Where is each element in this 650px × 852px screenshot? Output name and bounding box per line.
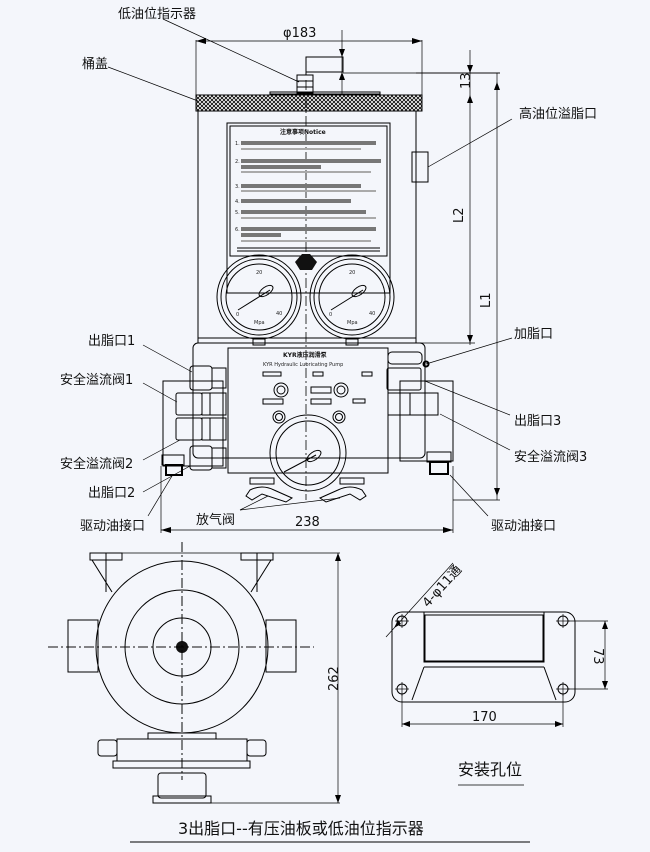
label-drive-oil-port-right: 驱动油接口	[491, 518, 556, 534]
top-view-height-label: 262	[327, 666, 342, 691]
pressure-gauge-bottom	[269, 414, 347, 492]
nameplate-title-en: KYR Hydraulic Lubricating Pump	[263, 362, 343, 368]
label-outlet-1: 出脂口1	[88, 334, 135, 349]
outlet-3-fitting	[386, 351, 430, 391]
diameter-dimension: φ183	[195, 26, 423, 95]
label-relief-valve-1: 安全溢流阀1	[60, 372, 133, 388]
pressure-gauge-left: 20 0 40 Mpa	[216, 254, 302, 346]
diameter-label: φ183	[283, 26, 316, 41]
width-label: 238	[295, 515, 320, 530]
svg-text:4.: 4.	[235, 199, 240, 205]
notice-heading: 注意事项Notice	[280, 128, 326, 136]
svg-text:Mpa: Mpa	[347, 320, 358, 326]
nameplate-title-cn: KYR液压润滑泵	[283, 351, 328, 359]
l2-dimension: L2	[416, 207, 475, 344]
l1-dimension: L1	[416, 72, 500, 501]
mounting-hole-tl	[395, 614, 409, 628]
pressure-gauge-right: 20 0 40 Mpa	[309, 254, 395, 346]
callouts: 低油位指示器 桶盖 高油位溢脂口 加脂口 出脂口1 安全溢流阀1 安全溢流阀2 …	[60, 7, 597, 534]
svg-text:0: 0	[329, 312, 332, 318]
hole-spec-label: 4-φ11通	[420, 563, 465, 611]
drive-oil-port-right-fitting	[426, 451, 452, 475]
relief-valve-2-fitting	[175, 417, 227, 441]
mounting-hole-br	[556, 682, 570, 696]
mounting-width-label: 170	[472, 710, 497, 725]
mounting-view: 4-φ11通 73 170 安装孔位	[385, 563, 608, 786]
mounting-hole-bl	[395, 682, 409, 696]
label-bleed-valve: 放气阀	[196, 512, 235, 528]
svg-text:0: 0	[236, 312, 239, 318]
label-drive-oil-port-left: 驱动油接口	[80, 518, 145, 534]
brand-logo	[295, 254, 317, 270]
pump-body: KYR液压润滑泵 KYR Hydraulic Lubricating Pump	[162, 337, 454, 474]
low-level-indicator	[269, 30, 381, 95]
label-relief-valve-2: 安全溢流阀2	[60, 456, 133, 472]
relief-valve-3-fitting	[387, 392, 439, 416]
label-high-level-overflow: 高油位溢脂口	[519, 106, 597, 122]
svg-text:20: 20	[349, 270, 355, 276]
mounting-caption: 安装孔位	[458, 760, 522, 779]
drive-oil-port-left-fitting	[161, 454, 185, 476]
label-outlet-3: 出脂口3	[514, 414, 561, 429]
svg-text:6.: 6.	[235, 227, 240, 233]
label-outlet-2: 出脂口2	[88, 486, 135, 501]
bleed-valve-right	[318, 477, 367, 503]
mounting-hole-tr	[556, 614, 570, 628]
mounting-height-label: 73	[590, 648, 605, 665]
notice-panel: 注意事项Notice 1. 2. 3. 4. 5. 6.	[226, 122, 391, 294]
svg-text:5.: 5.	[235, 210, 240, 216]
svg-text:40: 40	[369, 311, 375, 317]
lid	[195, 94, 423, 112]
outlet-2-fitting	[189, 445, 227, 471]
title-block: 3出脂口--有压油板或低油位指示器	[130, 819, 530, 843]
width-dimension: 238	[160, 466, 454, 533]
l2-label: L2	[452, 207, 467, 223]
top-height-label: 13	[459, 72, 474, 89]
svg-text:40: 40	[276, 311, 282, 317]
label-lid: 桶盖	[82, 57, 108, 72]
label-fill-port: 加脂口	[514, 327, 553, 342]
bleed-valve-left	[245, 477, 294, 503]
svg-text:1.: 1.	[235, 141, 240, 147]
label-relief-valve-3: 安全溢流阀3	[514, 449, 587, 465]
l1-label: L1	[479, 292, 494, 308]
svg-text:20: 20	[256, 270, 262, 276]
outlet-1-fitting	[189, 365, 227, 391]
svg-text:2.: 2.	[235, 159, 240, 165]
label-low-level-indicator: 低油位指示器	[118, 7, 196, 22]
svg-text:Mpa: Mpa	[254, 320, 265, 326]
svg-text:3.: 3.	[235, 184, 240, 190]
top-view: 262	[48, 542, 342, 804]
front-view: φ183 13	[60, 7, 597, 534]
drawing-title: 3出脂口--有压油板或低油位指示器	[178, 819, 424, 838]
relief-valve-1-fitting	[175, 392, 227, 416]
